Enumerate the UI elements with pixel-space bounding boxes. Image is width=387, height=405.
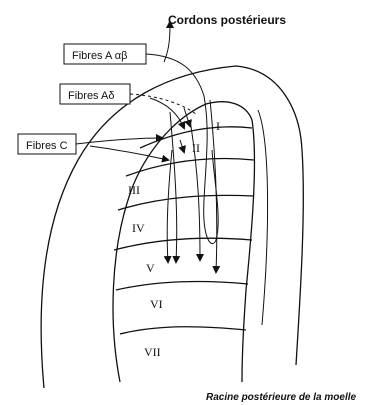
- spinal-cord-outline: [41, 66, 303, 388]
- lamina-label-III: III: [128, 183, 140, 197]
- lamina-label-VII: VII: [144, 345, 161, 359]
- lamina-label-IV: IV: [132, 221, 145, 235]
- fiber-a-alpha-beta-path: [146, 54, 218, 244]
- lamina-label-I: I: [216, 119, 220, 133]
- lamina-boundary-3: [118, 195, 254, 210]
- lamina-label-V: V: [146, 261, 155, 275]
- fiber-to-posterior-columns: [164, 22, 170, 62]
- fiber-c-to-lamina-II: [90, 146, 168, 160]
- lamina-label-VI: VI: [150, 297, 163, 311]
- caption-posterior-root: Racine postérieure de la moelle: [206, 392, 356, 403]
- outer-edge-right: [258, 110, 268, 325]
- fiber-label-c: Fibres C: [26, 140, 68, 152]
- fiber-label-a-delta: Fibres Aδ: [68, 90, 114, 102]
- lamina-boundary-5: [116, 282, 248, 290]
- dorsal-horn-outline: [113, 102, 254, 382]
- fiber-label-a-alpha-beta: Fibres A αβ: [72, 50, 127, 62]
- lamina-boundary-4: [114, 238, 252, 250]
- arrow-lamina-II: [180, 140, 184, 152]
- fiber-a-delta-to-lamina-I: [150, 98, 184, 128]
- lamina-boundary-6: [120, 327, 246, 334]
- title-posterior-columns: Cordons postérieurs: [168, 13, 286, 27]
- fiber-c-descending: [167, 150, 172, 262]
